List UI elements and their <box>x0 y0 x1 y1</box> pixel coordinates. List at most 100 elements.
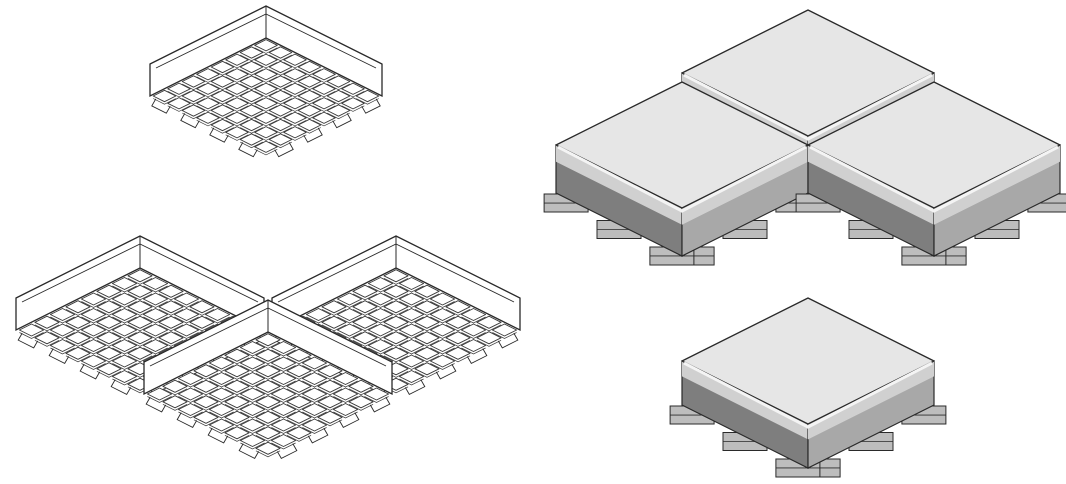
grid-cell <box>398 277 425 290</box>
edge-tab <box>207 427 229 444</box>
grid-cell <box>255 379 281 393</box>
grid-cell <box>429 292 456 306</box>
grid-cell <box>398 370 425 383</box>
grid-cell <box>268 104 293 117</box>
grid-cell <box>352 315 378 329</box>
grid-cell-edge <box>196 76 220 83</box>
grid-cell <box>162 395 188 409</box>
grid-cell <box>65 331 91 345</box>
grid-cell <box>167 97 191 110</box>
underside-corner-assembly <box>15 235 521 459</box>
grid-cell <box>305 308 332 321</box>
grid-cell <box>352 300 378 314</box>
grid-cell-edge <box>81 316 106 324</box>
grid-cell-edge <box>189 324 215 332</box>
grid-cell-edge <box>225 76 249 83</box>
grid-cell <box>429 323 456 337</box>
grid-cell <box>177 387 204 401</box>
grid-cell-edge <box>368 316 393 324</box>
grid-cell <box>341 97 365 110</box>
grid-cell-edge <box>50 332 75 339</box>
grid-cell-edge <box>96 324 122 332</box>
grid-cell <box>476 315 502 329</box>
underside-tile <box>149 5 383 158</box>
grid-cell-edge <box>209 380 234 388</box>
grid-cell-edge <box>193 388 219 396</box>
grid-cell <box>336 292 363 306</box>
grid-cell-edge <box>414 293 440 301</box>
grid-cell-edge <box>158 308 184 316</box>
grid-cell <box>383 284 409 298</box>
grid-cell <box>142 292 169 306</box>
grid-cell-edge <box>240 411 265 419</box>
grid-cell-edge <box>127 308 153 316</box>
grid-cell <box>491 323 518 337</box>
grid-cell-edge <box>327 83 350 91</box>
grid-cell <box>352 284 378 298</box>
grid-cell-edge <box>182 112 205 120</box>
grid-cell <box>224 364 250 378</box>
grid-cell <box>96 315 122 329</box>
grid-cell <box>167 82 191 95</box>
grid-cell-edge <box>302 411 327 419</box>
grid-cell-edge <box>271 365 296 372</box>
grid-cell-edge <box>383 293 409 301</box>
grid-cell-edge <box>209 365 234 372</box>
grid-cell-edge <box>147 396 172 403</box>
edge-tab <box>435 363 457 380</box>
grid-cell-edge <box>461 332 486 339</box>
grid-cell-edge <box>255 341 281 349</box>
grid-cell <box>414 315 440 329</box>
grid-cell <box>297 75 322 88</box>
grid-cell-edge <box>225 105 249 112</box>
tile-top-bevel <box>557 145 807 213</box>
grid-cell <box>210 118 235 132</box>
grid-cell <box>255 441 281 455</box>
grid-cell-edge <box>302 365 327 372</box>
grid-cell <box>225 126 249 139</box>
grid-cell <box>286 426 312 440</box>
grid-cell <box>193 395 219 409</box>
grid-cell <box>332 403 359 416</box>
grid-cell <box>414 346 440 360</box>
grid-cell <box>414 284 440 298</box>
grid-cell-edge <box>196 90 220 98</box>
grid-cell-edge <box>368 301 393 308</box>
grid-cell-edge <box>317 388 343 396</box>
grid-cell <box>254 126 278 139</box>
grid-cell <box>239 372 266 385</box>
grid-cell-edge <box>19 332 44 339</box>
grid-cell-edge <box>240 380 265 388</box>
grid-cell-edge <box>224 388 250 396</box>
grid-cell <box>111 370 138 383</box>
edge-tab <box>338 412 360 428</box>
grid-cell-edge <box>492 332 517 339</box>
grid-cell-edge <box>240 83 263 91</box>
tile-top-face <box>681 9 935 137</box>
grid-cell <box>80 292 107 306</box>
grid-cell-edge <box>240 98 263 105</box>
grid-cell-edge <box>298 112 321 120</box>
grid-cell-edge <box>283 134 307 141</box>
grid-cell-edge <box>112 347 137 355</box>
grid-cell-edge <box>127 277 153 285</box>
grid-cell <box>111 292 138 306</box>
grid-cell-edge <box>271 380 296 388</box>
grid-cell-edge <box>255 434 281 442</box>
grid-cell-edge <box>283 76 307 83</box>
grid-cell-edge <box>269 83 292 91</box>
grid-cell-edge <box>255 450 281 458</box>
grid-cell <box>152 89 177 103</box>
grid-cell-edge <box>167 105 191 112</box>
grid-cell <box>173 292 200 306</box>
grid-cell <box>65 315 91 329</box>
grid-cell <box>336 308 363 321</box>
grid-cell <box>286 395 312 409</box>
grid-cell <box>321 315 347 329</box>
grid-cell <box>270 403 297 416</box>
grid-cell <box>301 403 328 416</box>
grid-cell <box>146 387 173 401</box>
grid-cell <box>96 300 122 314</box>
grid-cell <box>224 410 250 424</box>
grid-cell <box>367 292 394 306</box>
